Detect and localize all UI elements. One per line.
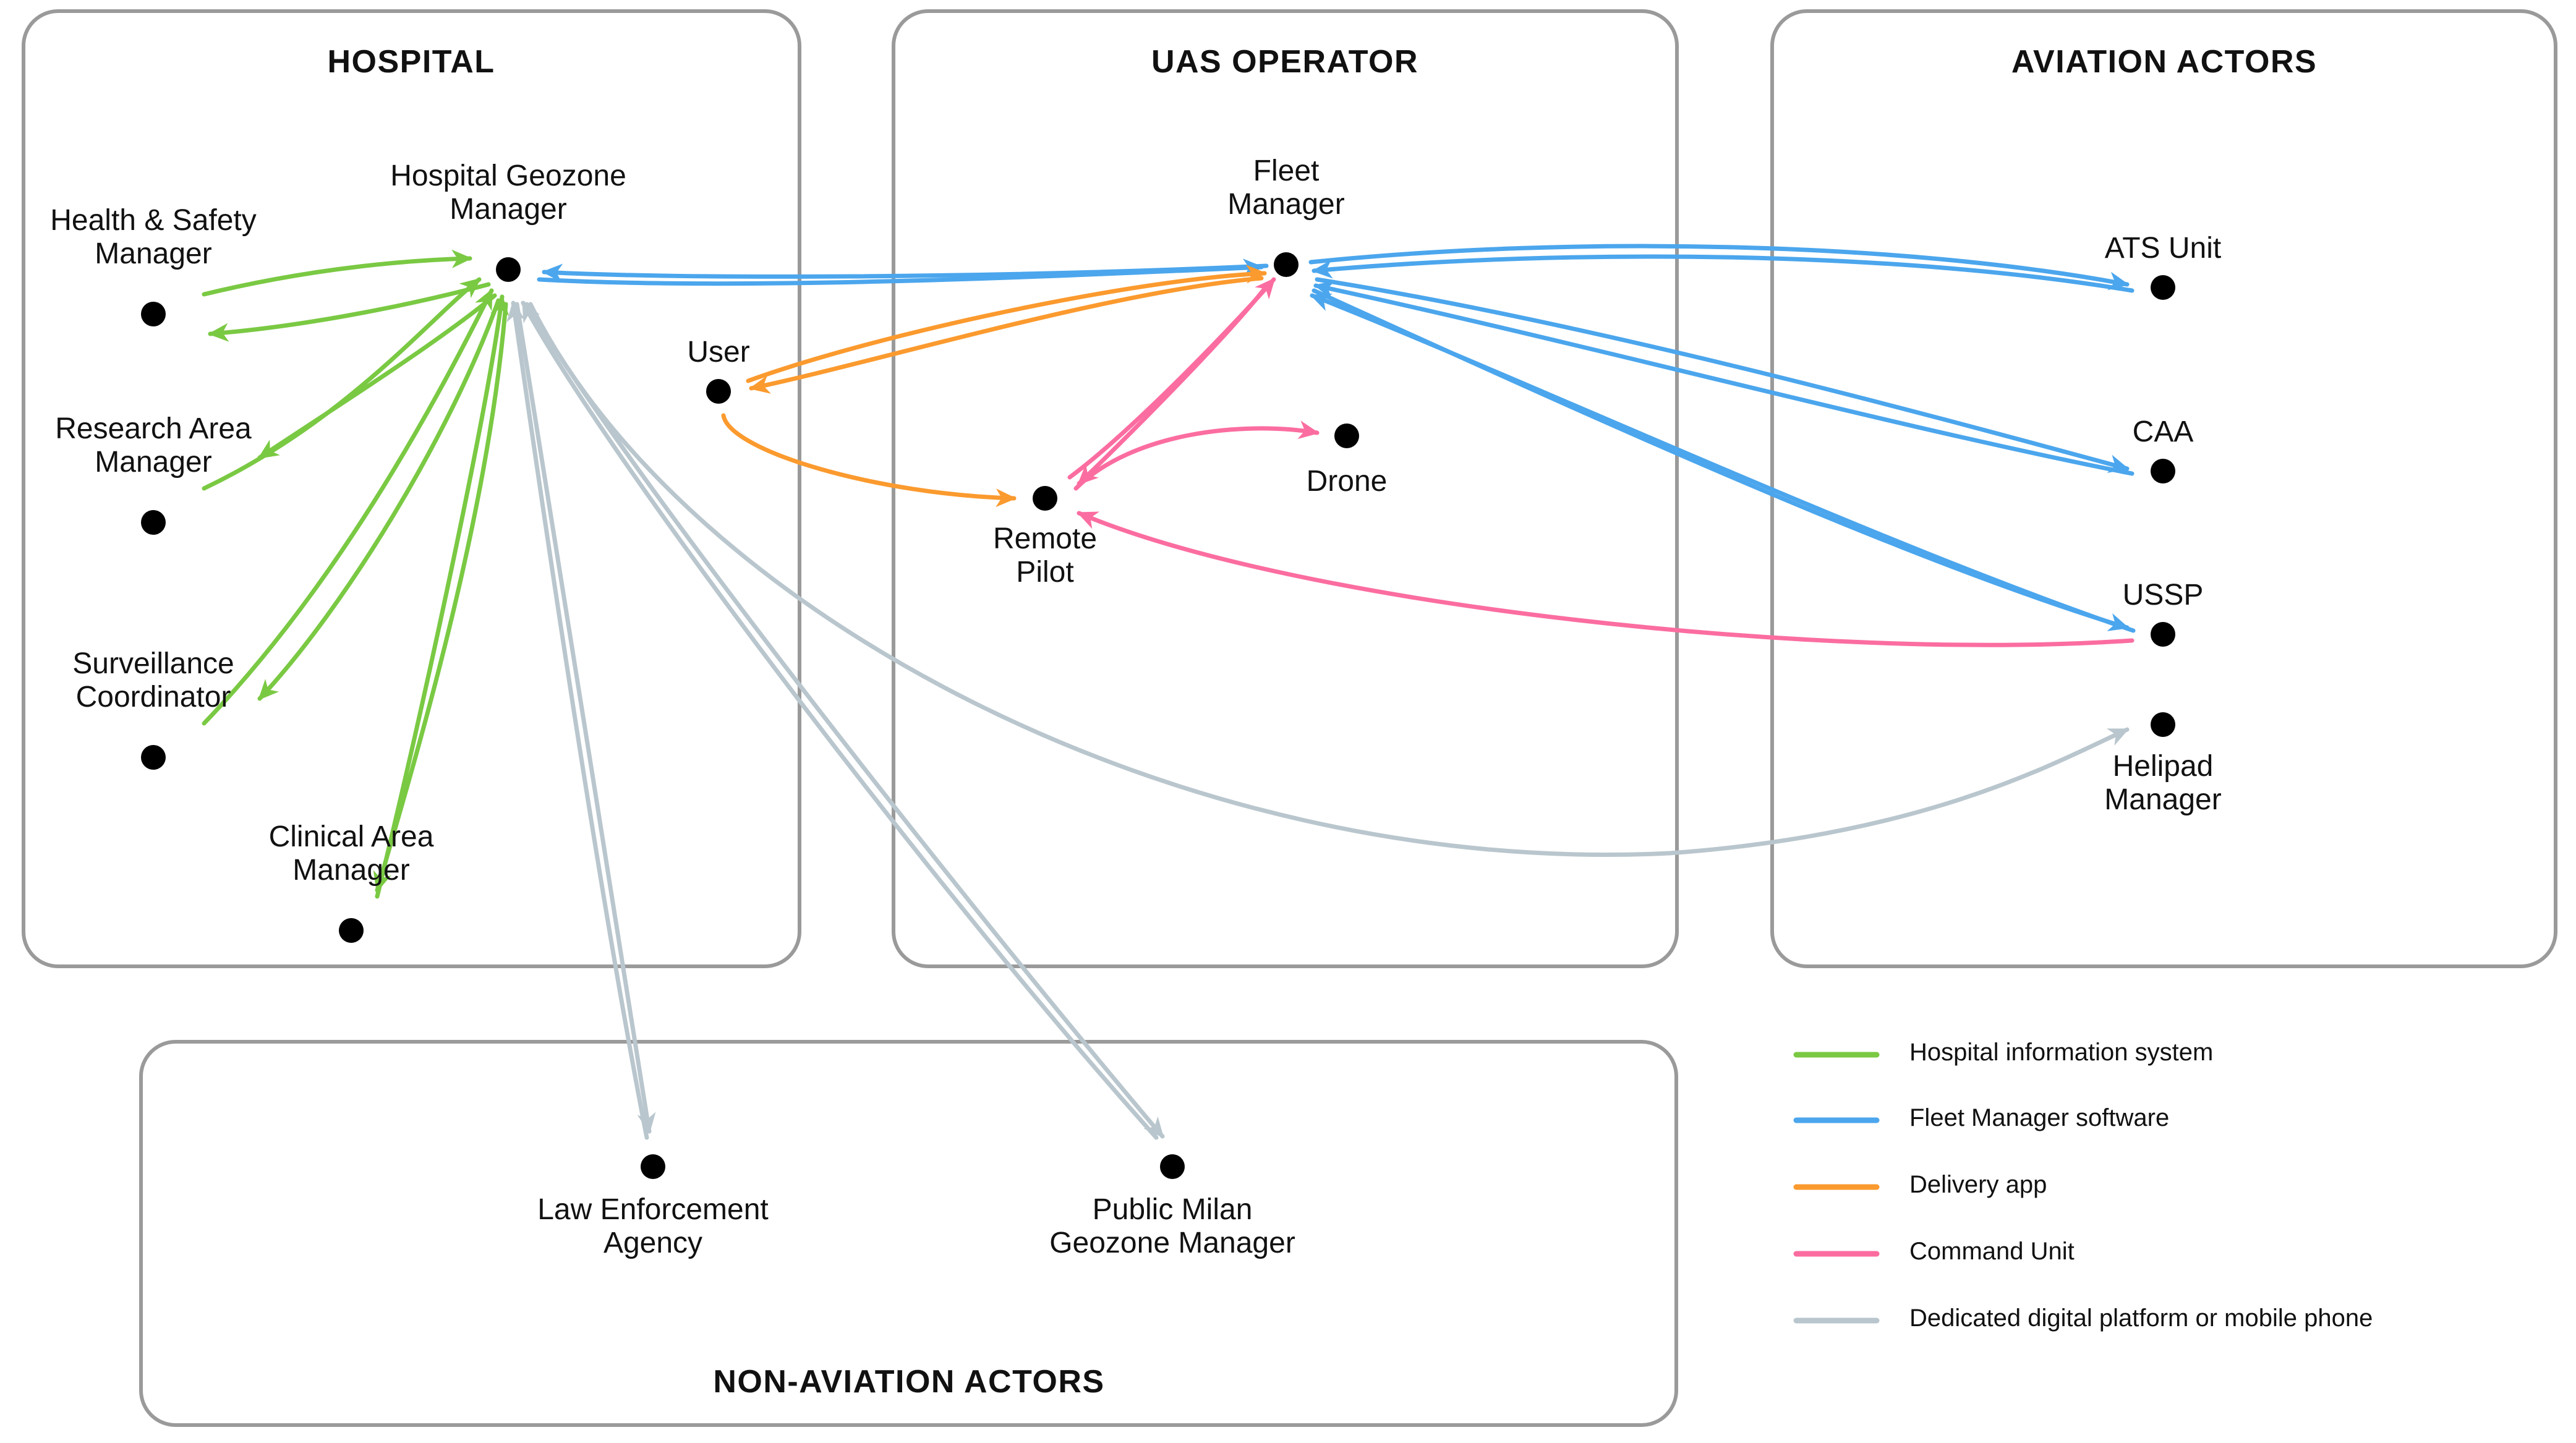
- edge-hgm-to-ram: [257, 293, 497, 460]
- node-dot-ussp[interactable]: [2151, 622, 2175, 647]
- edge-lea-to-hgm: [506, 300, 649, 1140]
- edge-hgm-to-helipad: [528, 302, 2130, 858]
- edge-sc-to-hgm: [202, 288, 494, 726]
- edge-ats-to-fm: [1311, 254, 2135, 293]
- edge-hgm-to-hsm: [208, 282, 491, 342]
- node-label-caa: CAA: [2132, 415, 2194, 448]
- legend-label-dedicated-digital-platform: Dedicated digital platform or mobile pho…: [1909, 1305, 2373, 1332]
- panel-title-hospital: HOSPITAL: [327, 44, 495, 80]
- panel-non-aviation-actors: [139, 1040, 1678, 1427]
- node-label-helipad-manager: Helipad Manager: [2104, 750, 2222, 816]
- node-label-drone: Drone: [1306, 465, 1388, 498]
- panel-title-non-aviation-actors: NON-AVIATION ACTORS: [713, 1364, 1105, 1400]
- node-label-research-area-manager: Research Area Manager: [55, 412, 252, 479]
- edge-caa-to-fm: [1313, 280, 2135, 476]
- legend-label-command-unit: Command Unit: [1909, 1238, 2075, 1265]
- node-dot-drone[interactable]: [1334, 424, 1359, 448]
- panel-hospital: [22, 9, 801, 968]
- edge-fm-to-ussp: [1311, 288, 2130, 631]
- panel-aviation-actors: [1770, 9, 2557, 968]
- edge-fm-to-caa: [1315, 277, 2130, 473]
- node-dot-user[interactable]: [706, 379, 731, 404]
- legend-swatches: [1793, 1052, 1880, 1324]
- panel-uas-operator: [892, 9, 1679, 968]
- node-dot-law-enforcement-agency[interactable]: [641, 1154, 665, 1179]
- edge-fm-to-user: [749, 276, 1264, 394]
- node-dot-ats-unit[interactable]: [2151, 275, 2175, 300]
- node-label-clinical-area-manager: Clinical Area Manager: [268, 820, 434, 887]
- edge-hsm-to-hgm: [202, 249, 472, 297]
- edge-ussp-to-rp: [1077, 511, 2135, 647]
- edge-fm-to-ats: [1308, 244, 2130, 291]
- legend-label-delivery-app: Delivery app: [1909, 1171, 2047, 1198]
- panel-title-aviation-actors: AVIATION ACTORS: [2011, 44, 2318, 80]
- edge-pmgm-to-hgm: [521, 300, 1159, 1140]
- edge-cam-to-hgm: [375, 294, 510, 899]
- edge-user-to-rp: [721, 413, 1017, 508]
- node-label-surveillance-coordinator: Surveillance Coordinator: [72, 647, 234, 713]
- node-dot-helipad-manager[interactable]: [2151, 712, 2175, 737]
- node-dot-surveillance-coordinator[interactable]: [141, 745, 166, 770]
- node-dot-clinical-area-manager[interactable]: [339, 918, 364, 943]
- edge-fm-to-rp: [1077, 281, 1271, 486]
- node-dot-fleet-manager[interactable]: [1274, 252, 1299, 277]
- legend-label-fleet-manager-software: Fleet Manager software: [1909, 1104, 2170, 1131]
- edge-user-to-fm: [746, 265, 1267, 383]
- edges-layer: [202, 244, 2136, 1140]
- node-dot-remote-pilot[interactable]: [1033, 486, 1057, 511]
- node-label-fleet-manager: Fleet Manager: [1227, 155, 1345, 221]
- edge-ussp-to-fm: [1310, 293, 2136, 633]
- node-label-hospital-geozone-manager: Hospital Geozone Manager: [390, 160, 626, 226]
- node-dot-caa[interactable]: [2151, 459, 2175, 483]
- panels-layer: [22, 9, 2557, 1427]
- edge-rp-to-fm: [1067, 277, 1276, 480]
- edge-hgm-to-fm: [537, 258, 1264, 286]
- node-label-ussp: USSP: [2122, 579, 2204, 611]
- node-label-law-enforcement-agency: Law Enforcement Agency: [537, 1193, 769, 1259]
- node-label-user: User: [687, 336, 750, 368]
- panel-title-uas-operator: UAS OPERATOR: [1151, 44, 1419, 80]
- node-label-health-safety-manager: Health & Safety Manager: [50, 204, 257, 270]
- node-dot-hospital-geozone-manager[interactable]: [496, 257, 521, 282]
- node-label-ats-unit: ATS Unit: [2104, 232, 2222, 265]
- edge-hgm-to-cam: [373, 302, 508, 893]
- nodes-layer: [141, 252, 2175, 1179]
- node-dot-health-safety-manager[interactable]: [141, 302, 166, 326]
- node-dot-research-area-manager[interactable]: [141, 510, 166, 535]
- node-label-remote-pilot: Remote Pilot: [992, 522, 1098, 589]
- node-dot-public-milan-geozone-manager[interactable]: [1160, 1154, 1185, 1179]
- edge-rp-to-drone: [1073, 420, 1320, 491]
- edge-hgm-to-lea: [514, 302, 656, 1134]
- node-label-public-milan-geozone-manager: Public Milan Geozone Manager: [1049, 1193, 1295, 1259]
- edge-hgm-to-sc: [257, 298, 501, 701]
- legend-label-hospital-information-system: Hospital information system: [1909, 1039, 2214, 1066]
